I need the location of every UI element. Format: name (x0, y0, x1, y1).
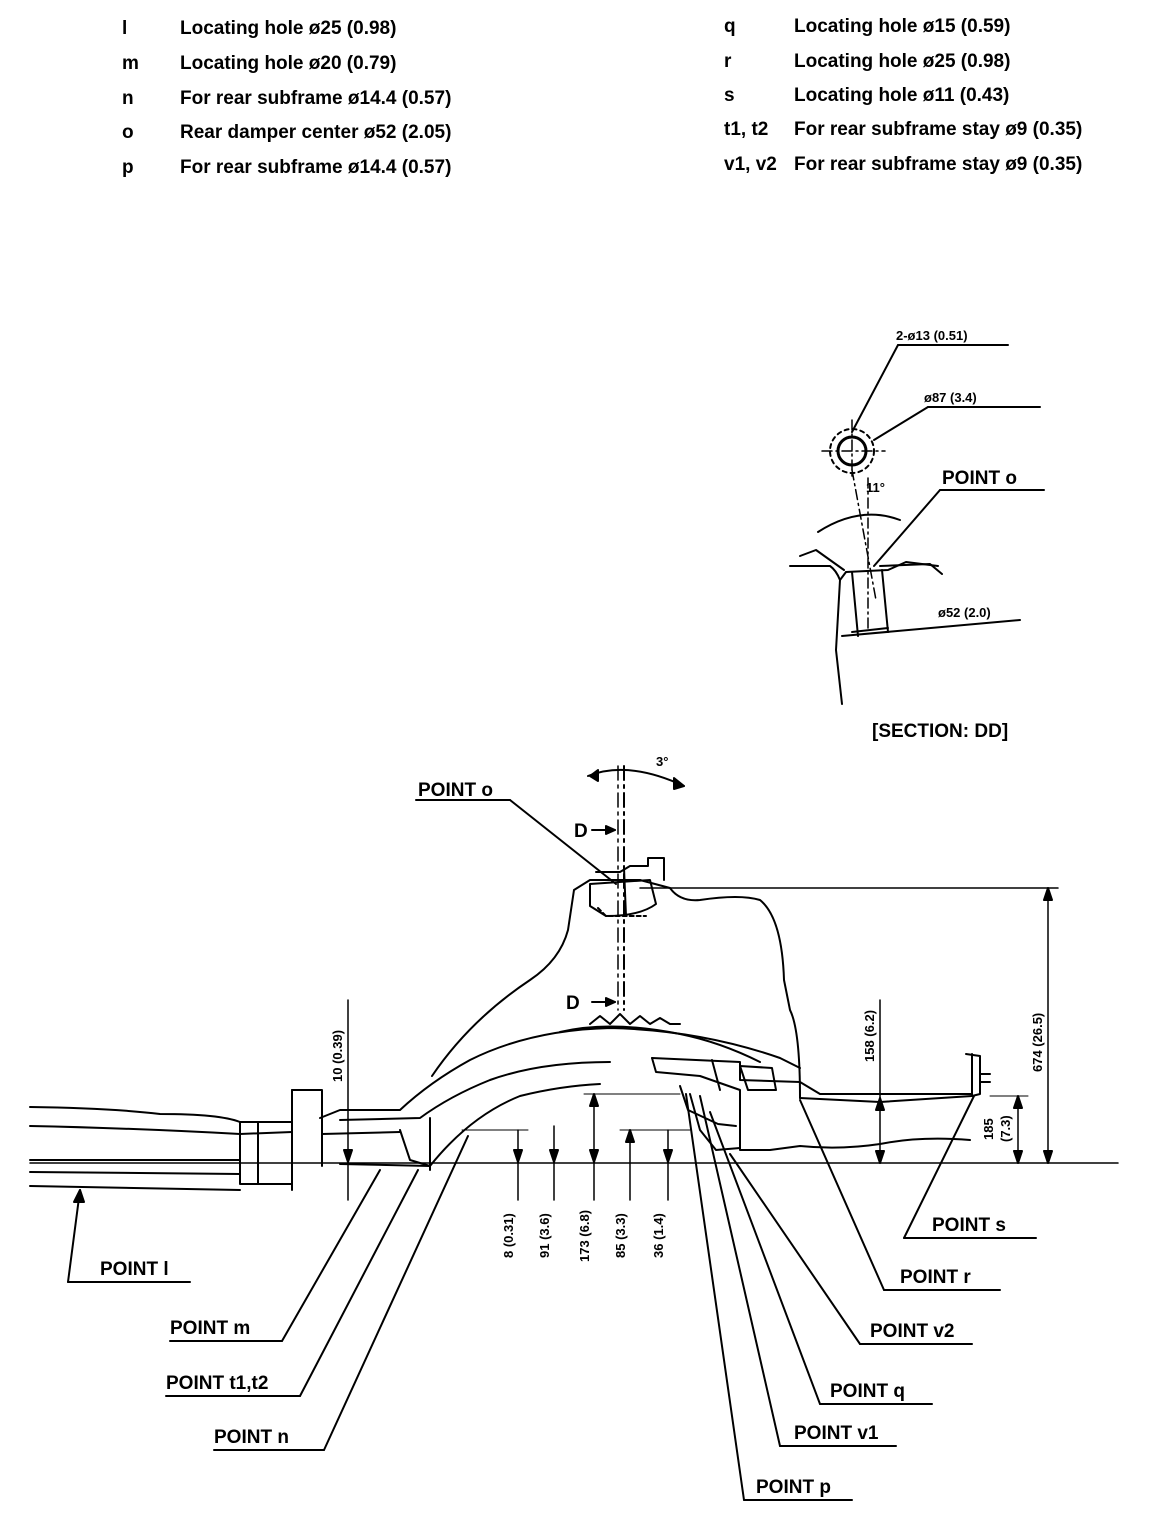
legend-code: s (724, 85, 735, 106)
dimension-674: 674 (26.5) (1030, 1013, 1045, 1072)
legend-code: v1, v2 (724, 154, 777, 175)
point-o-label: POINT o (418, 780, 493, 801)
section-dd-detail (789, 344, 1045, 705)
legend-text: Locating hole ø25 (0.98) (794, 51, 1011, 72)
point-s-label: POINT s (932, 1215, 1006, 1236)
main-frame-view (29, 765, 1119, 1501)
dimension-8: 8 (0.31) (501, 1213, 516, 1258)
legend-code: l (122, 18, 128, 39)
legend-code: t1, t2 (724, 119, 769, 140)
legend-text: For rear subframe ø14.4 (0.57) (180, 88, 452, 109)
legend-text: Locating hole ø15 (0.59) (794, 16, 1011, 37)
dimension-36: 36 (1.4) (651, 1213, 666, 1258)
section-mark-upper: D (574, 821, 588, 842)
legend-text: Locating hole ø25 (0.98) (180, 18, 397, 39)
legend-text: Locating hole ø20 (0.79) (180, 53, 397, 74)
point-v2-label: POINT v2 (870, 1321, 954, 1342)
section-point-o-label: POINT o (942, 468, 1017, 489)
point-p-label: POINT p (756, 1477, 831, 1498)
point-r-label: POINT r (900, 1267, 971, 1288)
center-diameter-dimension: ø52 (2.0) (938, 605, 991, 620)
legend-text: For rear subframe stay ø9 (0.35) (794, 154, 1083, 175)
legend-code: n (122, 88, 134, 109)
dimension-85: 85 (3.3) (613, 1213, 628, 1258)
legend-code: q (724, 16, 736, 37)
dimension-173: 173 (6.8) (577, 1210, 592, 1262)
section-angle: 11° (866, 480, 885, 495)
dimension-91: 91 (3.6) (537, 1213, 552, 1258)
legend-code: r (724, 51, 732, 72)
point-m-label: POINT m (170, 1318, 250, 1339)
dimension-10: 10 (0.39) (330, 1030, 345, 1082)
legend-text: Locating hole ø11 (0.43) (794, 85, 1010, 106)
legend-code: p (122, 157, 134, 178)
legend-text: Rear damper center ø52 (2.05) (180, 122, 452, 143)
dimension-158: 158 (6.2) (862, 1010, 877, 1062)
point-q-label: POINT q (830, 1381, 905, 1402)
point-t1-t2-label: POINT t1,t2 (166, 1373, 268, 1394)
point-v1-label: POINT v1 (794, 1423, 879, 1444)
legend-code: m (122, 53, 139, 74)
legend-text: For rear subframe ø14.4 (0.57) (180, 157, 452, 178)
dimension-185: 185 (981, 1118, 996, 1140)
legend-code: o (122, 122, 134, 143)
outer-diameter-dimension: ø87 (3.4) (924, 390, 977, 405)
point-n-label: POINT n (214, 1427, 289, 1448)
legend-text: For rear subframe stay ø9 (0.35) (794, 119, 1083, 140)
holes-dimension: 2-ø13 (0.51) (896, 328, 968, 343)
point-l-label: POINT l (100, 1259, 169, 1280)
main-angle: 3° (656, 754, 668, 769)
dimension-185-inch: (7.3) (998, 1115, 1013, 1142)
section-title: [SECTION: DD] (872, 721, 1008, 742)
section-mark-lower: D (566, 993, 580, 1014)
